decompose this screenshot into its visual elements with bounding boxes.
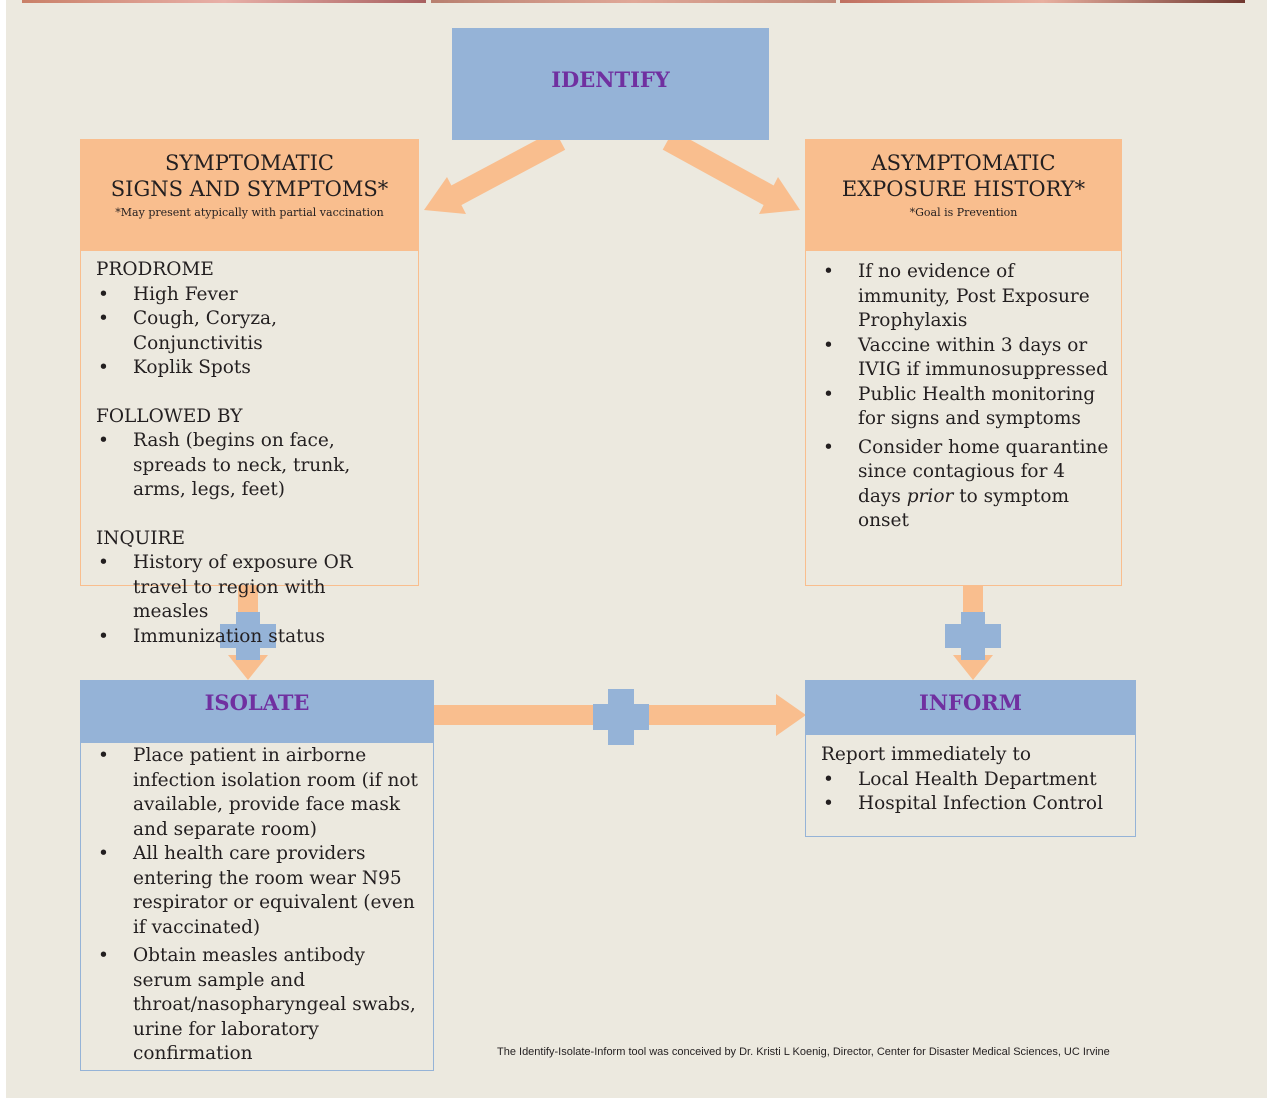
list-item: Koplik Spots xyxy=(96,356,406,381)
asymptomatic-list: If no evidence of immunity, Post Exposur… xyxy=(821,260,1111,534)
list-item: History of exposure OR travel to region … xyxy=(96,551,406,625)
symptomatic-body: PRODROME High Fever Cough, Coryza, Conju… xyxy=(80,251,419,649)
arrow-asymptomatic-to-inform xyxy=(945,585,1001,680)
inform-list: Local Health Department Hospital Infecti… xyxy=(821,768,1125,817)
quarantine-text: Consider home quarantine since contagiou… xyxy=(858,436,1109,507)
inform-intro: Report immediately to xyxy=(821,744,1031,765)
top-photo-strip-right xyxy=(840,0,1245,3)
inform-title: INFORM xyxy=(919,690,1022,715)
isolate-list: Place patient in airborne infection isol… xyxy=(96,744,421,1067)
asymptomatic-note: *Goal is Prevention xyxy=(909,206,1018,219)
isolate-header: ISOLATE xyxy=(80,680,434,743)
identify-box: IDENTIFY xyxy=(452,28,769,140)
inquire-list: History of exposure OR travel to region … xyxy=(96,551,406,649)
inform-header: INFORM xyxy=(805,680,1136,735)
isolate-title: ISOLATE xyxy=(204,690,310,715)
isolate-body: Place patient in airborne infection isol… xyxy=(80,743,434,1071)
top-photo-strip-middle xyxy=(431,0,836,3)
identify-title: IDENTIFY xyxy=(551,67,670,92)
prodrome-list: High Fever Cough, Coryza, Conjunctivitis… xyxy=(96,283,406,381)
symptomatic-title-line2: SIGNS AND SYMPTOMS* xyxy=(110,177,389,201)
list-item: Vaccine within 3 days or IVIG if immunos… xyxy=(821,334,1111,383)
list-item: Local Health Department xyxy=(821,768,1125,793)
arrow-isolate-to-inform xyxy=(433,689,806,745)
arrow-identify-to-symptomatic xyxy=(424,130,566,214)
list-item: Hospital Infection Control xyxy=(821,792,1125,817)
list-item: Obtain measles antibody serum sample and… xyxy=(96,944,421,1067)
symptomatic-title-line1: SYMPTOMATIC xyxy=(165,151,334,175)
list-item: If no evidence of immunity, Post Exposur… xyxy=(821,260,1111,334)
symptomatic-header: SYMPTOMATIC SIGNS AND SYMPTOMS* *May pre… xyxy=(80,139,419,251)
list-item: Rash (begins on face, spreads to neck, t… xyxy=(96,429,406,503)
quarantine-emphasis: prior xyxy=(906,485,954,507)
inquire-heading: INQUIRE xyxy=(96,527,185,549)
symptomatic-note: *May present atypically with partial vac… xyxy=(115,206,384,219)
asymptomatic-header: ASYMPTOMATIC EXPOSURE HISTORY* *Goal is … xyxy=(805,139,1122,251)
top-photo-strip-left xyxy=(22,0,426,3)
list-item: Place patient in airborne infection isol… xyxy=(96,744,421,842)
asymptomatic-title-line1: ASYMPTOMATIC xyxy=(871,151,1056,175)
credit-note: The Identify-Isolate-Inform tool was con… xyxy=(497,1046,1110,1058)
arrow-identify-to-asymptomatic xyxy=(662,130,800,214)
list-item: Consider home quarantine since contagiou… xyxy=(821,436,1111,534)
followed-by-list: Rash (begins on face, spreads to neck, t… xyxy=(96,429,406,503)
followed-by-heading: FOLLOWED BY xyxy=(96,405,243,427)
asymptomatic-title-line2: EXPOSURE HISTORY* xyxy=(841,177,1086,201)
list-item: Cough, Coryza, Conjunctivitis xyxy=(96,307,406,356)
prodrome-heading: PRODROME xyxy=(96,259,214,280)
list-item: Public Health monitoring for signs and s… xyxy=(821,383,1111,432)
asymptomatic-body: If no evidence of immunity, Post Exposur… xyxy=(805,251,1122,586)
list-item: High Fever xyxy=(96,283,406,308)
inform-body: Report immediately to Local Health Depar… xyxy=(805,735,1136,837)
list-item: Immunization status xyxy=(96,625,406,650)
list-item: All health care providers entering the r… xyxy=(96,842,421,940)
quarantine-text-end: to symptom onset xyxy=(858,485,1070,532)
